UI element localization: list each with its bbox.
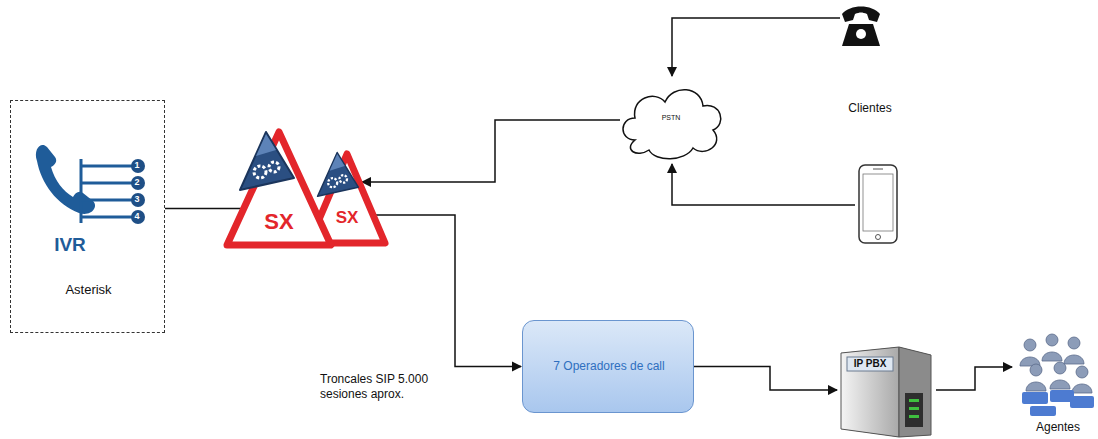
mobile-wire <box>672 164 855 205</box>
process-box: 7 Operadores de call <box>522 320 694 413</box>
icon-caption: IVR <box>11 234 129 257</box>
server-node: IP PBX <box>833 343 933 437</box>
agents-label: Agentes <box>1024 421 1092 433</box>
edge-label: Troncales SIP 5.000 sesiones aprox. <box>318 372 454 402</box>
menu-number: 2 <box>131 176 143 188</box>
ivr-icon <box>11 101 164 332</box>
menu-number: 3 <box>131 193 143 205</box>
agents-wire <box>936 367 1012 390</box>
desk-phone-icon <box>842 7 880 47</box>
connector <box>376 215 521 367</box>
menu-number: 1 <box>131 159 143 171</box>
network-cloud: PSTN <box>615 78 727 162</box>
phone-wire <box>672 18 840 76</box>
server-label: IP PBX <box>847 358 893 370</box>
server-name: Asterisk <box>11 282 166 298</box>
menu-number: 4 <box>131 210 143 222</box>
ivr-server-box: IVR Asterisk <box>10 100 165 333</box>
process-label: 7 Operadores de call <box>523 359 695 373</box>
connector <box>362 120 620 182</box>
connector <box>694 367 837 391</box>
sbc-node: SX <box>222 126 336 250</box>
mobile-phone-icon <box>859 165 897 243</box>
sbc-label: SX <box>222 209 336 235</box>
cloud-label: PSTN <box>615 114 727 122</box>
connector <box>165 208 241 210</box>
server-icon <box>833 343 933 437</box>
clients-label: Clientes <box>838 102 902 114</box>
agents-icon <box>1020 334 1094 416</box>
